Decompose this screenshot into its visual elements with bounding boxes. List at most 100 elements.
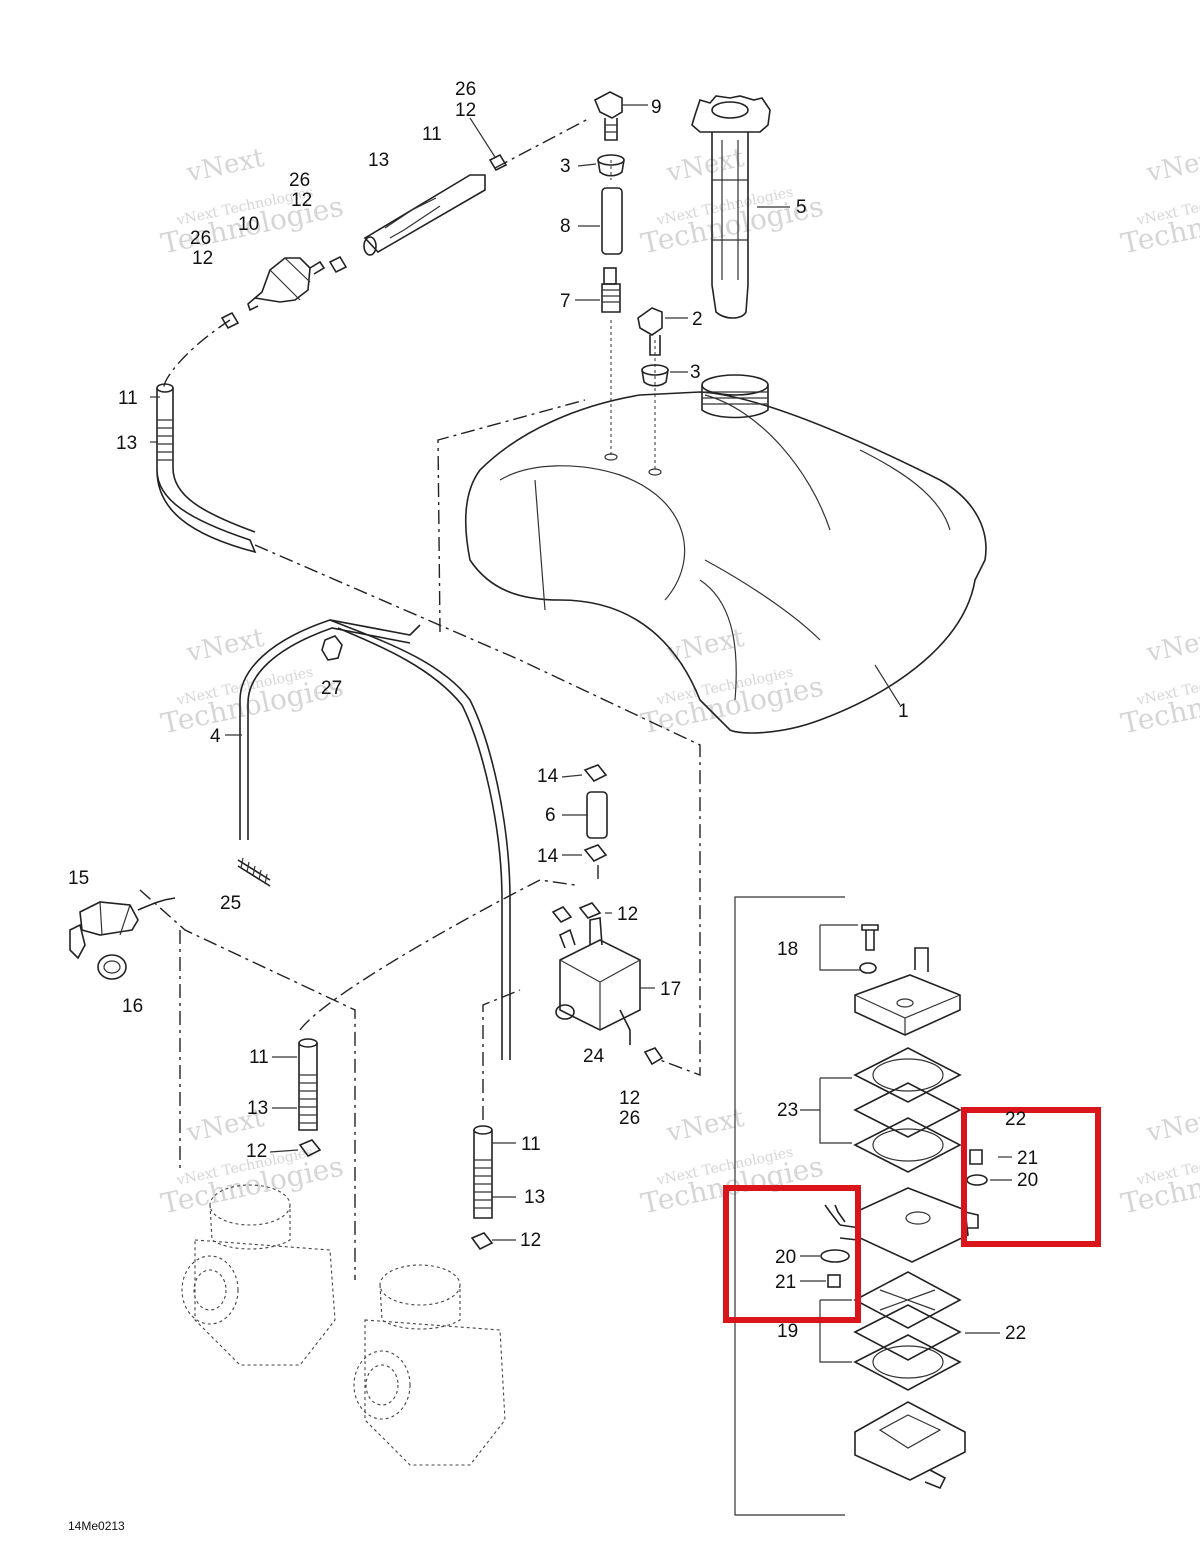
svg-text:vNext: vNext bbox=[183, 623, 267, 669]
hose-11-top bbox=[363, 174, 486, 256]
hose-6 bbox=[586, 791, 608, 839]
callout-16: 16 bbox=[122, 996, 143, 1017]
primer-15 bbox=[69, 897, 176, 960]
drawing-code: 14Me0213 bbox=[68, 1519, 125, 1533]
watermark: vNext vNext Technologies Technologies bbox=[638, 623, 826, 741]
screws-18 bbox=[819, 924, 879, 974]
svg-text:vNext: vNext bbox=[1143, 1103, 1200, 1149]
vent-fitting-9 bbox=[593, 91, 623, 141]
callout-2: 2 bbox=[692, 309, 703, 330]
nut-16 bbox=[97, 954, 127, 980]
callout-11: 11 bbox=[118, 388, 138, 409]
hose-11-lower-left bbox=[298, 1038, 322, 1158]
watermark: vNext vNext Technologies Technologies bbox=[158, 623, 346, 741]
svg-text:vNext: vNext bbox=[183, 143, 267, 189]
callout-12: 12 bbox=[246, 1141, 267, 1162]
carburetor-left bbox=[181, 1184, 336, 1366]
pump-body bbox=[824, 1187, 979, 1263]
callout-11: 11 bbox=[422, 124, 442, 145]
hose-11-left bbox=[156, 383, 257, 554]
watermark: vNext vNext Technologies Technologies bbox=[1118, 623, 1200, 741]
clamp-12-top bbox=[220, 153, 508, 330]
pump-cover bbox=[854, 947, 961, 1036]
callout-12: 12 bbox=[617, 904, 638, 925]
callout-9: 9 bbox=[651, 97, 662, 118]
pump-detail-bracket bbox=[734, 896, 845, 1516]
svg-text:Technologies: Technologies bbox=[1118, 190, 1200, 261]
callout-7: 7 bbox=[560, 291, 571, 312]
fuel-tank bbox=[464, 374, 987, 734]
svg-text:vNext: vNext bbox=[1143, 623, 1200, 669]
callout-6: 6 bbox=[545, 805, 556, 826]
callout-labels: 26 12 11 13 9 3 8 7 2 3 5 26 12 10 26 12… bbox=[68, 79, 1038, 1344]
watermark: vNext vNext Technologies Technologies bbox=[638, 143, 826, 261]
highlight-box-right bbox=[961, 1107, 1101, 1247]
gaskets-23 bbox=[819, 1047, 962, 1173]
callout-26: 26 bbox=[455, 79, 476, 100]
callout-26: 26 bbox=[190, 228, 211, 249]
callout-13: 13 bbox=[368, 150, 389, 171]
callout-20: 20 bbox=[1017, 1170, 1038, 1191]
callout-12: 12 bbox=[291, 190, 312, 211]
fuel-filter-10 bbox=[247, 257, 326, 312]
fitting-27 bbox=[321, 635, 343, 661]
spring-25 bbox=[237, 857, 271, 887]
clamp-14 bbox=[583, 764, 608, 863]
callout-22: 22 bbox=[1005, 1109, 1026, 1130]
callout-13: 13 bbox=[247, 1098, 268, 1119]
callout-22: 22 bbox=[1005, 1323, 1026, 1344]
svg-text:vNext: vNext bbox=[663, 143, 747, 189]
callout-1: 1 bbox=[898, 701, 909, 722]
check-valve-7 bbox=[601, 267, 621, 313]
vent-tube-8 bbox=[601, 187, 623, 255]
grommet-3-upper bbox=[597, 154, 625, 177]
watermark: vNext vNext Technologies Technologies bbox=[1118, 1103, 1200, 1221]
callout-14: 14 bbox=[537, 766, 559, 787]
check-valve-parts bbox=[820, 1149, 988, 1288]
callout-24: 24 bbox=[583, 1046, 605, 1067]
fuel-pump-17 bbox=[551, 902, 664, 1066]
callout-14: 14 bbox=[537, 846, 559, 867]
callout-12: 12 bbox=[619, 1088, 640, 1109]
callout-21: 21 bbox=[1017, 1148, 1038, 1169]
leader-lines bbox=[150, 104, 1012, 1334]
callout-23: 23 bbox=[777, 1100, 798, 1121]
grommet-3-lower bbox=[641, 364, 669, 387]
fuel-line-4 bbox=[239, 619, 511, 1060]
callout-19: 19 bbox=[777, 1321, 798, 1342]
callout-11: 11 bbox=[249, 1047, 269, 1068]
callout-21: 21 bbox=[775, 1272, 796, 1293]
callout-26: 26 bbox=[289, 170, 310, 191]
highlight-box-left bbox=[723, 1185, 861, 1323]
callout-12: 12 bbox=[192, 248, 213, 269]
callout-3: 3 bbox=[560, 156, 571, 177]
callout-8: 8 bbox=[560, 216, 571, 237]
hose-11-lower-right bbox=[470, 1125, 494, 1251]
highlight-boxes bbox=[723, 1107, 1101, 1323]
callout-10: 10 bbox=[238, 214, 259, 235]
carburetor-right bbox=[353, 1264, 506, 1466]
callout-5: 5 bbox=[796, 197, 807, 218]
callout-27: 27 bbox=[321, 678, 342, 699]
routing-lines bbox=[139, 117, 701, 1280]
callout-13: 13 bbox=[524, 1187, 545, 1208]
watermark: vNext vNext Technologies Technologies bbox=[158, 143, 346, 261]
callout-4: 4 bbox=[210, 726, 221, 747]
svg-text:Technologies: Technologies bbox=[1118, 1150, 1200, 1221]
callout-12: 12 bbox=[520, 1230, 541, 1251]
svg-text:Technologies: Technologies bbox=[1118, 670, 1200, 741]
callout-11: 11 bbox=[521, 1134, 541, 1155]
callout-18: 18 bbox=[777, 939, 798, 960]
diaphragms-19-22 bbox=[819, 1271, 962, 1391]
vent-fitting-2 bbox=[637, 307, 663, 356]
callout-25: 25 bbox=[220, 893, 241, 914]
callout-15: 15 bbox=[68, 868, 89, 889]
pump-base bbox=[854, 1401, 966, 1490]
svg-text:vNext: vNext bbox=[1143, 143, 1200, 189]
callout-12: 12 bbox=[455, 100, 476, 121]
callout-13: 13 bbox=[116, 433, 137, 454]
watermark: vNext vNext Technologies Technologies bbox=[1118, 143, 1200, 261]
callout-17: 17 bbox=[660, 979, 681, 1000]
fuel-gauge-cap bbox=[691, 95, 771, 319]
